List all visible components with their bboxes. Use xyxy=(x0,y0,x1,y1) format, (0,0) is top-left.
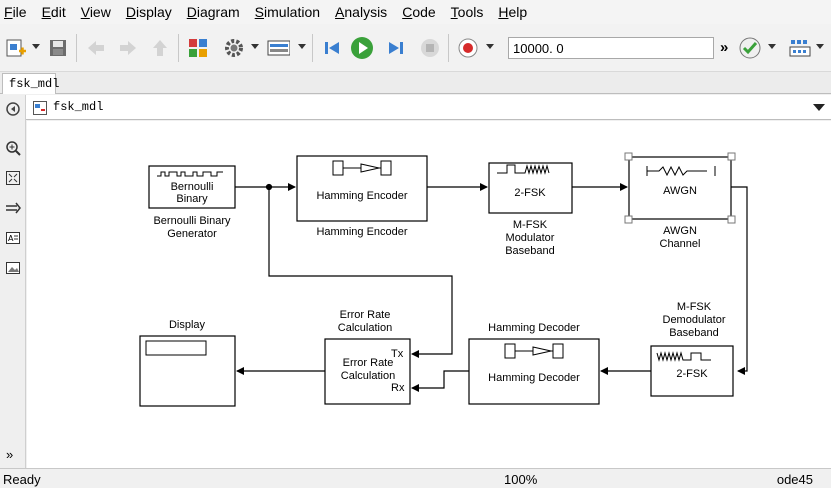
address-dropdown-icon[interactable] xyxy=(813,104,825,111)
step-forward-icon[interactable] xyxy=(384,36,408,60)
mfsk-modulator-inner: 2-FSK xyxy=(514,187,546,199)
image-icon[interactable] xyxy=(4,259,22,277)
zoom-icon[interactable] xyxy=(4,139,22,157)
status-bar: Ready 100% ode45 xyxy=(0,468,831,488)
back-icon[interactable] xyxy=(84,36,108,60)
display-name: Display xyxy=(169,319,206,331)
model-config-dropdown[interactable] xyxy=(251,44,259,49)
breadcrumb-model[interactable]: fsk_mdl xyxy=(53,100,104,114)
bernoulli-line1: Bernoulli xyxy=(171,181,214,193)
block-hamming-decoder[interactable]: Hamming Decoder xyxy=(468,338,600,405)
new-model-icon[interactable] xyxy=(4,36,28,60)
signal-lines xyxy=(235,183,748,392)
error-rate-name-line1: Error Rate xyxy=(340,309,391,321)
awgn-name-line2: Channel xyxy=(660,238,701,250)
build-dropdown[interactable] xyxy=(816,44,824,49)
model-explorer-icon[interactable] xyxy=(266,36,290,60)
model-canvas[interactable]: Bernoulli Binary Bernoulli Binary Genera… xyxy=(27,121,831,468)
block-awgn-channel[interactable]: AWGN xyxy=(624,152,736,224)
error-rate-line2: Calculation xyxy=(341,370,395,382)
annotation-icon[interactable]: A xyxy=(4,229,22,247)
block-mfsk-demodulator[interactable]: 2-FSK xyxy=(650,345,734,397)
line-awgn-to-demodulator xyxy=(731,186,748,375)
hide-show-explorer-icon[interactable] xyxy=(4,100,22,118)
tab-fsk-mdl[interactable]: fsk_mdl xyxy=(2,73,59,94)
menu-file[interactable]: File xyxy=(4,4,27,20)
address-bar: fsk_mdl xyxy=(26,95,831,120)
check-icon[interactable] xyxy=(738,36,762,60)
line-decoder-to-rx xyxy=(411,370,469,392)
awgn-inner: AWGN xyxy=(663,185,697,197)
fit-to-view-icon[interactable] xyxy=(4,169,22,187)
mfsk-demodulator-name-line2: Demodulator xyxy=(663,314,726,326)
menu-display[interactable]: Display xyxy=(125,4,172,20)
bernoulli-name-line1: Bernoulli Binary xyxy=(153,215,231,227)
block-mfsk-modulator[interactable]: 2-FSK xyxy=(488,162,573,214)
menu-code[interactable]: Code xyxy=(402,4,436,20)
stop-icon[interactable] xyxy=(418,36,442,60)
menu-tools[interactable]: Tools xyxy=(450,4,484,20)
hamming-encoder-inner: Hamming Encoder xyxy=(316,190,407,202)
step-back-icon[interactable] xyxy=(320,36,344,60)
check-dropdown[interactable] xyxy=(768,44,776,49)
menu-analysis[interactable]: Analysis xyxy=(335,4,388,20)
port-rx-label: Rx xyxy=(391,382,405,394)
status-text: Ready xyxy=(3,472,41,487)
tab-strip: fsk_mdl xyxy=(0,72,831,94)
menu-view[interactable]: View xyxy=(80,4,111,20)
port-tx-label: Tx xyxy=(391,348,404,360)
more-icon[interactable]: » xyxy=(720,39,729,56)
up-icon[interactable] xyxy=(148,36,172,60)
svg-text:A: A xyxy=(8,234,14,243)
bernoulli-name-line2: Generator xyxy=(167,228,217,240)
error-rate-name-line2: Calculation xyxy=(338,322,392,334)
block-error-rate-calculation[interactable]: Error Rate Calculation Tx Rx xyxy=(324,338,411,405)
model-explorer-dropdown[interactable] xyxy=(298,44,306,49)
library-browser-icon[interactable] xyxy=(186,36,210,60)
hamming-encoder-name: Hamming Encoder xyxy=(316,226,407,238)
save-icon[interactable] xyxy=(46,36,70,60)
menu-diagram[interactable]: Diagram xyxy=(186,4,240,20)
palette-more-icon[interactable]: » xyxy=(6,447,14,462)
stop-time-input[interactable] xyxy=(508,37,714,59)
block-bernoulli-binary[interactable]: Bernoulli Binary xyxy=(148,165,236,209)
arrow-icon[interactable] xyxy=(4,199,22,217)
mfsk-modulator-name-line1: M-FSK xyxy=(513,219,548,231)
awgn-name-line1: AWGN xyxy=(663,225,697,237)
bernoulli-line2: Binary xyxy=(176,193,208,205)
toolbar: » xyxy=(0,24,831,72)
solver-name[interactable]: ode45 xyxy=(776,472,813,487)
hamming-decoder-inner: Hamming Decoder xyxy=(488,372,580,384)
new-model-dropdown[interactable] xyxy=(32,44,40,49)
run-icon[interactable] xyxy=(350,36,374,60)
menu-simulation[interactable]: Simulation xyxy=(254,4,321,20)
line-branch-to-tx xyxy=(268,187,453,358)
mfsk-modulator-name-line2: Modulator xyxy=(506,232,555,244)
forward-icon[interactable] xyxy=(116,36,140,60)
menu-bar: File Edit View Display Diagram Simulatio… xyxy=(0,0,831,24)
left-palette: A » xyxy=(0,95,26,468)
model-icon[interactable] xyxy=(32,100,48,119)
zoom-level: 100% xyxy=(504,472,538,487)
mfsk-modulator-name-line3: Baseband xyxy=(505,245,555,257)
record-dropdown[interactable] xyxy=(486,44,494,49)
hamming-decoder-name: Hamming Decoder xyxy=(488,322,580,334)
mfsk-demodulator-name-line3: Baseband xyxy=(669,327,719,339)
model-config-icon[interactable] xyxy=(222,36,246,60)
block-display[interactable] xyxy=(139,335,236,407)
mfsk-demodulator-inner: 2-FSK xyxy=(676,368,708,380)
mfsk-demodulator-name-line1: M-FSK xyxy=(677,301,712,313)
error-rate-line1: Error Rate xyxy=(343,357,394,369)
menu-edit[interactable]: Edit xyxy=(41,4,66,20)
build-icon[interactable] xyxy=(788,36,812,60)
menu-help[interactable]: Help xyxy=(498,4,528,20)
block-hamming-encoder[interactable]: Hamming Encoder xyxy=(296,155,428,222)
record-icon[interactable] xyxy=(456,36,480,60)
